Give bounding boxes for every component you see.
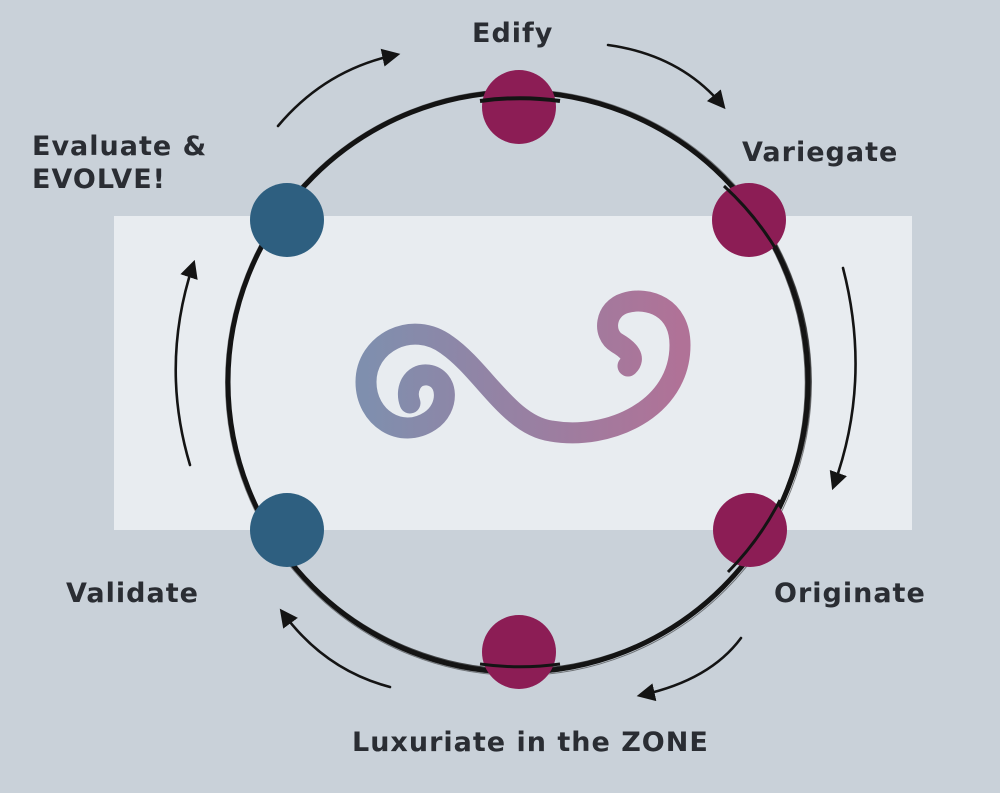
arrow-edify-to-variegate [606, 43, 726, 110]
node-validate [250, 493, 324, 567]
arrow-originate-to-zone [636, 636, 743, 702]
node-zone [482, 615, 556, 689]
arrow-variegate-to-originate [829, 266, 857, 491]
arrow-evaluate-to-edify [276, 48, 401, 128]
stage-label-variegate: Variegate [742, 137, 899, 168]
stage-label-zone: Luxuriate in the ZONE [352, 727, 709, 758]
background-panel [114, 216, 912, 530]
arrow-zone-to-validate [279, 608, 392, 689]
stage-label-evaluate-line2: EVOLVE! [32, 163, 166, 195]
stage-label-validate: Validate [66, 578, 199, 609]
node-evaluate [250, 183, 324, 257]
stage-label-originate: Originate [774, 578, 926, 609]
ring-overlay [479, 96, 782, 669]
arrow-validate-to-evaluate [174, 259, 198, 467]
stage-label-evaluate-line1: Evaluate & [32, 131, 208, 162]
stage-label-edify: Edify [472, 18, 554, 49]
stage-label-evaluate: Evaluate & EVOLVE! [32, 131, 207, 197]
flow-arrows [174, 43, 857, 702]
node-edify [482, 70, 556, 144]
node-originate [713, 493, 787, 567]
infinity-swirl-icon [355, 290, 691, 444]
